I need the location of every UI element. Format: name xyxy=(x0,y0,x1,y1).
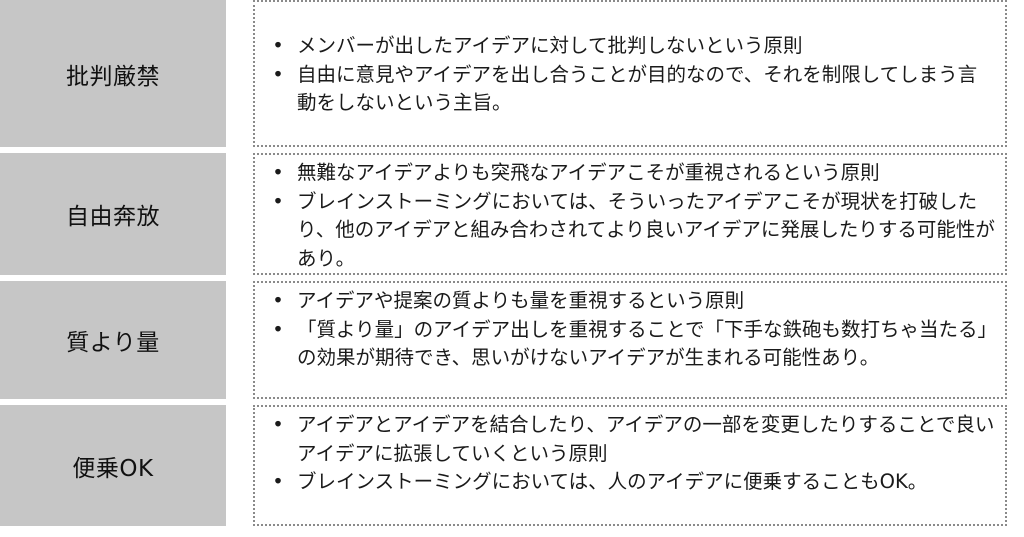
bullet-icon: • xyxy=(272,161,284,184)
bullet-icon: • xyxy=(272,317,284,341)
list-item: • アイデアや提案の質よりも量を重視するという原則 xyxy=(269,287,995,316)
principle-description-box: • アイデアや提案の質よりも量を重視するという原則 • 「質より量」のアイデア出しを… xyxy=(253,281,1007,399)
principle-label-box: 自由奔放 xyxy=(0,153,226,275)
bullet-text: ブレインストーミングにおいては、人のアイデアに便乗することもOK。 xyxy=(297,470,928,493)
bullet-text: 「質より量」のアイデア出しを重視することで「下手な鉄砲も数打ちゃ当たる」の効果が… xyxy=(297,317,988,370)
bullet-text: アイデアとアイデアを結合したり、アイデアの一部を変更したりすることで良いアイデア… xyxy=(297,413,995,465)
bullet-text: メンバーが出したアイデアに対して批判しないという原則 xyxy=(297,34,803,57)
list-item: • 「質より量」のアイデア出しを重視することで「下手な鉄砲も数打ちゃ当たる」の効果… xyxy=(269,316,995,373)
principle-description-box: • メンバーが出したアイデアに対して批判しないという原則 • 自由に意見やアイデアを… xyxy=(253,0,1007,147)
principle-bullet-list: • アイデアや提案の質よりも量を重視するという原則 • 「質より量」のアイデア出しを… xyxy=(269,287,995,373)
principle-label-box: 質より量 xyxy=(0,281,226,399)
list-item: • 自由に意見やアイデアを出し合うことが目的なので、それを制限してしまう言動をしな… xyxy=(269,61,995,118)
principle-label: 便乗OK xyxy=(72,455,154,482)
principle-label-box: 批判厳禁 xyxy=(0,0,226,147)
principle-label: 批判厳禁 xyxy=(66,63,160,90)
principle-row-free-wheeling: 自由奔放 • 無難なアイデアよりも突飛なアイデアこそが重視されるという原則 • ブレ… xyxy=(0,153,1024,275)
principle-bullet-list: • メンバーが出したアイデアに対して批判しないという原則 • 自由に意見やアイデアを… xyxy=(269,32,995,118)
principle-description-box: • アイデアとアイデアを結合したり、アイデアの一部を変更したりすることで良いアイデ… xyxy=(253,405,1007,526)
principle-label-box: 便乗OK xyxy=(0,405,226,526)
bullet-icon: • xyxy=(272,189,284,213)
bullet-icon: • xyxy=(272,413,284,436)
principle-label: 自由奔放 xyxy=(66,204,160,230)
principle-bullet-list: • アイデアとアイデアを結合したり、アイデアの一部を変更したりすることで良いアイデ… xyxy=(269,411,995,497)
principle-row-quantity-over-quality: 質より量 • アイデアや提案の質よりも量を重視するという原則 • 「質より量」のアイ… xyxy=(0,281,1024,399)
bullet-icon: • xyxy=(272,470,284,493)
list-item: • アイデアとアイデアを結合したり、アイデアの一部を変更したりすることで良いアイデ… xyxy=(269,411,995,468)
bullet-icon: • xyxy=(272,289,284,312)
principle-bullet-list: • 無難なアイデアよりも突飛なアイデアこそが重視されるという原則 • ブレインストー… xyxy=(269,159,995,273)
principle-row-piggyback-ok: 便乗OK • アイデアとアイデアを結合したり、アイデアの一部を変更したりすることで… xyxy=(0,405,1024,526)
principle-description-box: • 無難なアイデアよりも突飛なアイデアこそが重視されるという原則 • ブレインストー… xyxy=(253,153,1007,275)
list-item: • ブレインストーミングにおいては、人のアイデアに便乗することもOK。 xyxy=(269,468,995,497)
bullet-icon: • xyxy=(272,34,284,57)
bullet-text: 自由に意見やアイデアを出し合うことが目的なので、それを制限してしまう言動をしない… xyxy=(297,62,978,115)
bullet-text: 無難なアイデアよりも突飛なアイデアこそが重視されるという原則 xyxy=(297,161,880,184)
bullet-text: ブレインストーミングにおいては、そういったアイデアこそが現状を打破したり、他のア… xyxy=(297,189,995,270)
bullet-text: アイデアや提案の質よりも量を重視するという原則 xyxy=(297,289,745,312)
bullet-icon: • xyxy=(272,62,284,86)
list-item: • ブレインストーミングにおいては、そういったアイデアこそが現状を打破したり、他の… xyxy=(269,188,995,274)
list-item: • メンバーが出したアイデアに対して批判しないという原則 xyxy=(269,32,995,61)
principle-row-criticism-ban: 批判厳禁 • メンバーが出したアイデアに対して批判しないという原則 • 自由に意見や… xyxy=(0,0,1024,147)
principle-label: 質より量 xyxy=(66,330,160,356)
list-item: • 無難なアイデアよりも突飛なアイデアこそが重視されるという原則 xyxy=(269,159,995,188)
